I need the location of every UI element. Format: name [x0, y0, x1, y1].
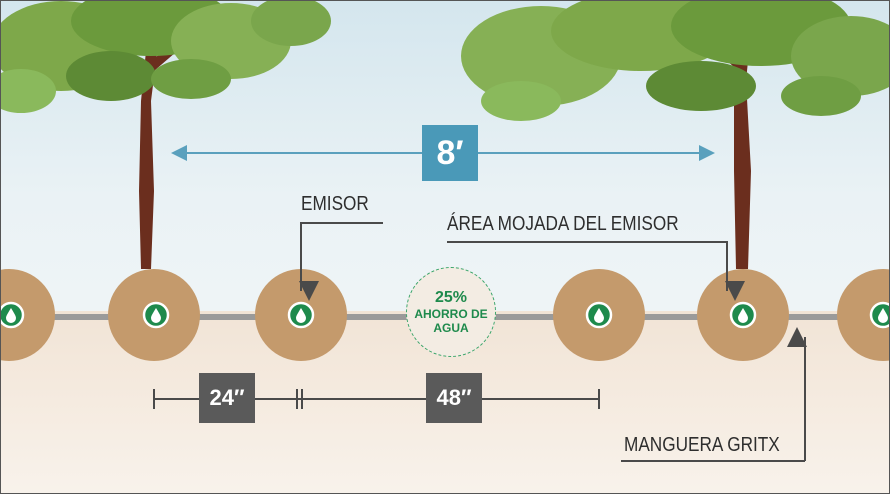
emitter-leader: [299, 222, 383, 301]
water-drop-icon: [869, 301, 889, 329]
water-drop-icon: [1, 301, 25, 329]
savings-line2: AGUA: [433, 321, 469, 335]
hose-label: MANGUERA GRITX: [624, 434, 780, 456]
water-drop-icon: [729, 301, 757, 329]
tree-icon: [461, 1, 889, 269]
water-savings-badge: 25% AHORRO DE AGUA: [406, 267, 496, 357]
emitter-spacing-badge: 24″: [199, 373, 255, 423]
savings-percent: 25%: [434, 289, 468, 306]
water-drop-icon: [287, 301, 315, 329]
savings-line1: AHORRO DE: [414, 307, 488, 321]
emitter-label: EMISOR: [301, 193, 369, 215]
section-spacing-badge: 48″: [426, 373, 482, 423]
tree-icon: [1, 1, 331, 269]
water-drop-icon: [585, 301, 613, 329]
wet-area-leader: [447, 241, 745, 301]
tree-spacing-badge: 8′: [422, 125, 478, 181]
water-drop-icon: [142, 301, 170, 329]
wet-area-label: ÁREA MOJADA DEL EMISOR: [447, 213, 679, 235]
